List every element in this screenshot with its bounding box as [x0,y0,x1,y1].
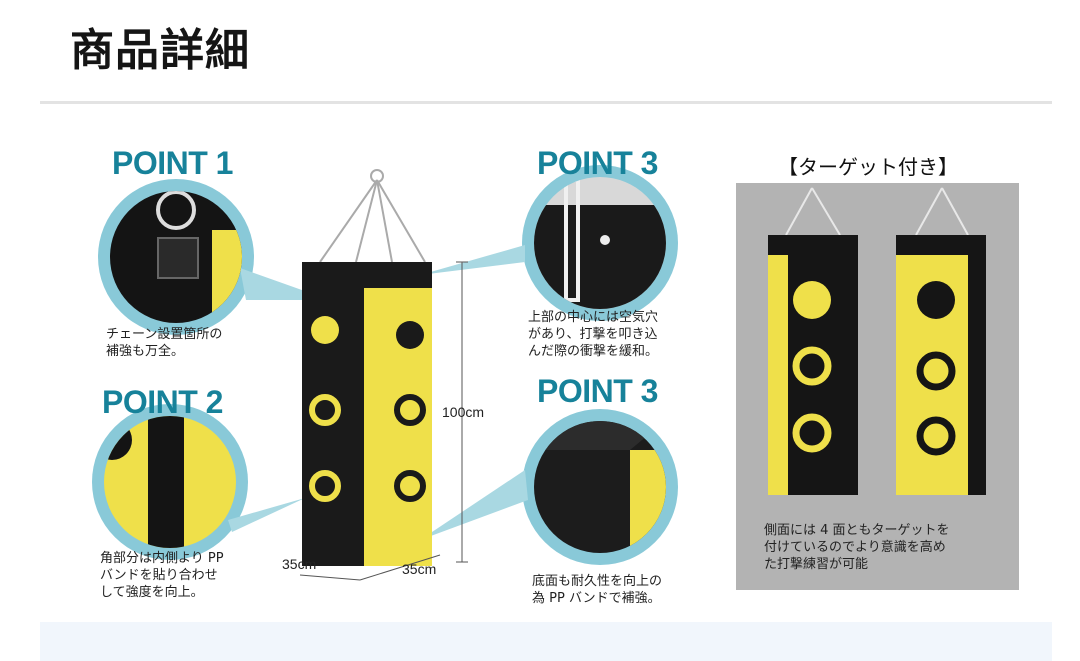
point3-bottom-title: POINT 3 [537,373,658,409]
point2-title: POINT 2 [102,384,223,420]
point1-caption: チェーン設置箇所の 補強も万全。 [106,327,223,359]
point3-top-inset-photo [534,177,666,309]
next-section-band [40,622,1052,661]
target-title: 【ターゲット付き】 [778,155,958,179]
title-divider [40,101,1052,104]
point3-bottom-caption: 底面も耐久性を向上の 為 PP バンドで補強。 [532,574,663,606]
point2-caption: 角部分は内側より PP バンドを貼り合わせ して強度を向上。 [100,551,224,600]
height-dimension: 100cm [442,404,485,420]
point3-bottom-inset-photo [534,421,666,553]
target-caption: 側面には 4 面ともターゲットを 付けているのでより意識を高め た打撃練習が可能 [764,523,950,572]
width-dimension: 35cm [282,556,317,572]
dimension-lines [299,261,468,581]
point1-title: POINT 1 [112,145,233,181]
center-bag-chains [319,169,426,263]
point2-inset-photo [104,416,236,548]
target-photo-panel [736,183,1019,590]
page-title: 商品詳細 [70,25,250,76]
depth-dimension: 35cm [402,561,437,577]
target-bags-illustration [768,187,986,495]
center-punching-bag [302,262,432,566]
point3-top-title: POINT 3 [537,145,658,181]
point3-top-caption: 上部の中心には空気穴 があり、打撃を叩き込 んだ際の衝撃を緩和。 [528,310,659,359]
point1-inset-photo [110,191,242,323]
